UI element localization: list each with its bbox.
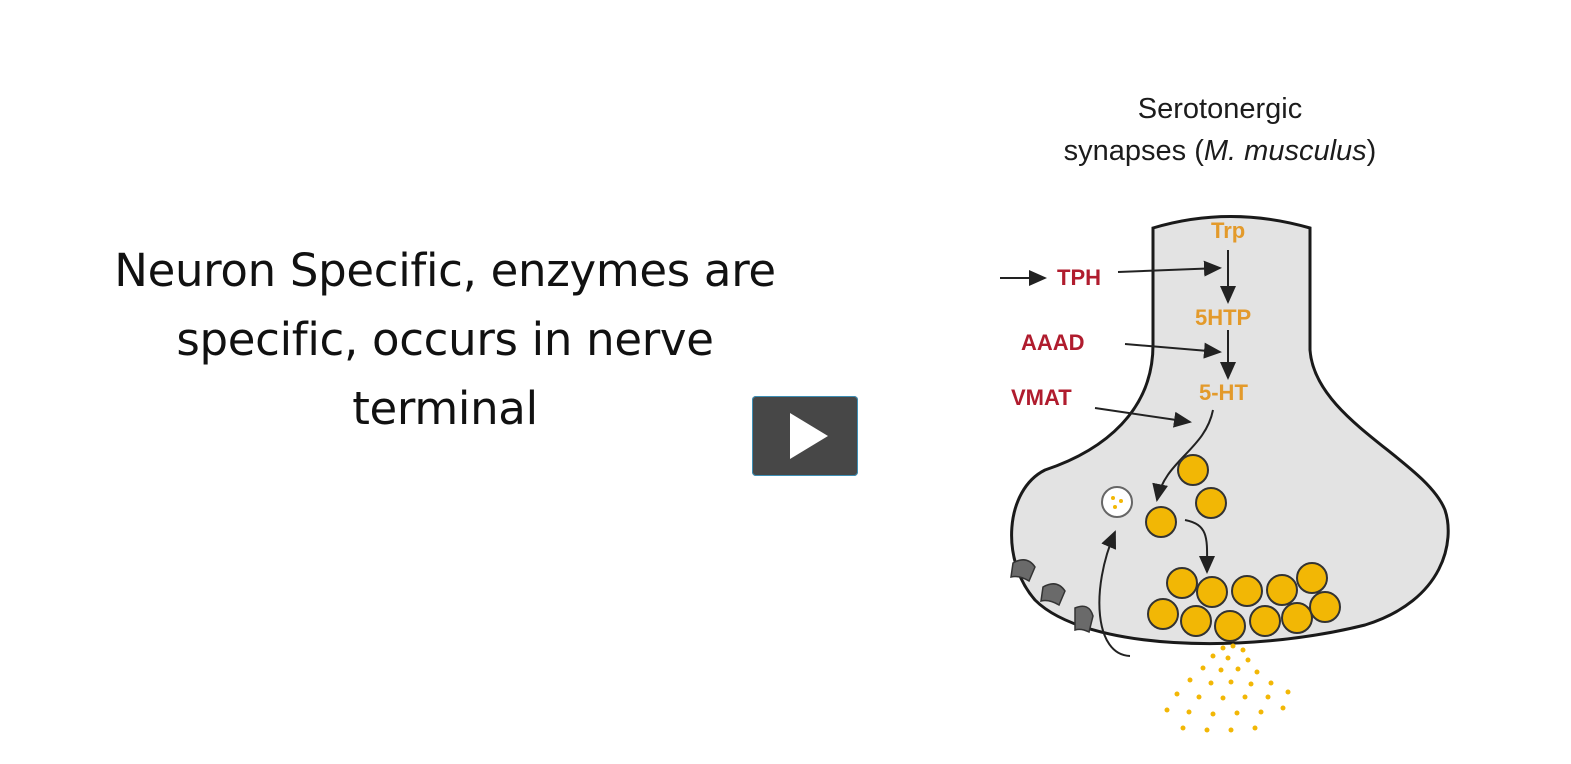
label-5htp: 5HTP [1195,305,1251,330]
transporters [1010,559,1094,634]
video-play-button[interactable] [752,396,858,476]
released-serotonin [1164,643,1291,733]
figure-title: Serotonergic synapses (M. musculus) [985,88,1455,172]
label-aaad: AAAD [1021,330,1085,355]
serotonergic-synapse-figure: Serotonergic synapses (M. musculus) Trp … [985,80,1485,740]
vesicles [1145,454,1341,642]
figure-title-line-1: Serotonergic [1137,93,1303,125]
main-text-line-1: Neuron Specific, enzymes are [114,244,776,297]
main-text-line-2: specific, occurs in nerve [176,313,714,366]
label-tph: TPH [1057,265,1101,290]
figure-title-post: ) [1366,135,1377,167]
slide-main-text: Neuron Specific, enzymes are specific, o… [70,236,820,443]
figure-title-line-2: synapses (M. musculus) [985,130,1455,172]
nerve-terminal [1010,215,1450,646]
recycling-vesicle [1101,486,1133,518]
synapse-diagram: Trp 5HTP 5-HT TPH AAAD VMAT [1000,215,1450,733]
play-icon [790,413,828,459]
figure-title-pre: synapses ( [1063,135,1204,167]
label-vmat: VMAT [1011,385,1072,410]
main-text-line-3: terminal [352,382,538,435]
figure-title-species: M. musculus [1203,135,1367,167]
label-5ht: 5-HT [1199,380,1248,405]
label-trp: Trp [1211,218,1245,243]
